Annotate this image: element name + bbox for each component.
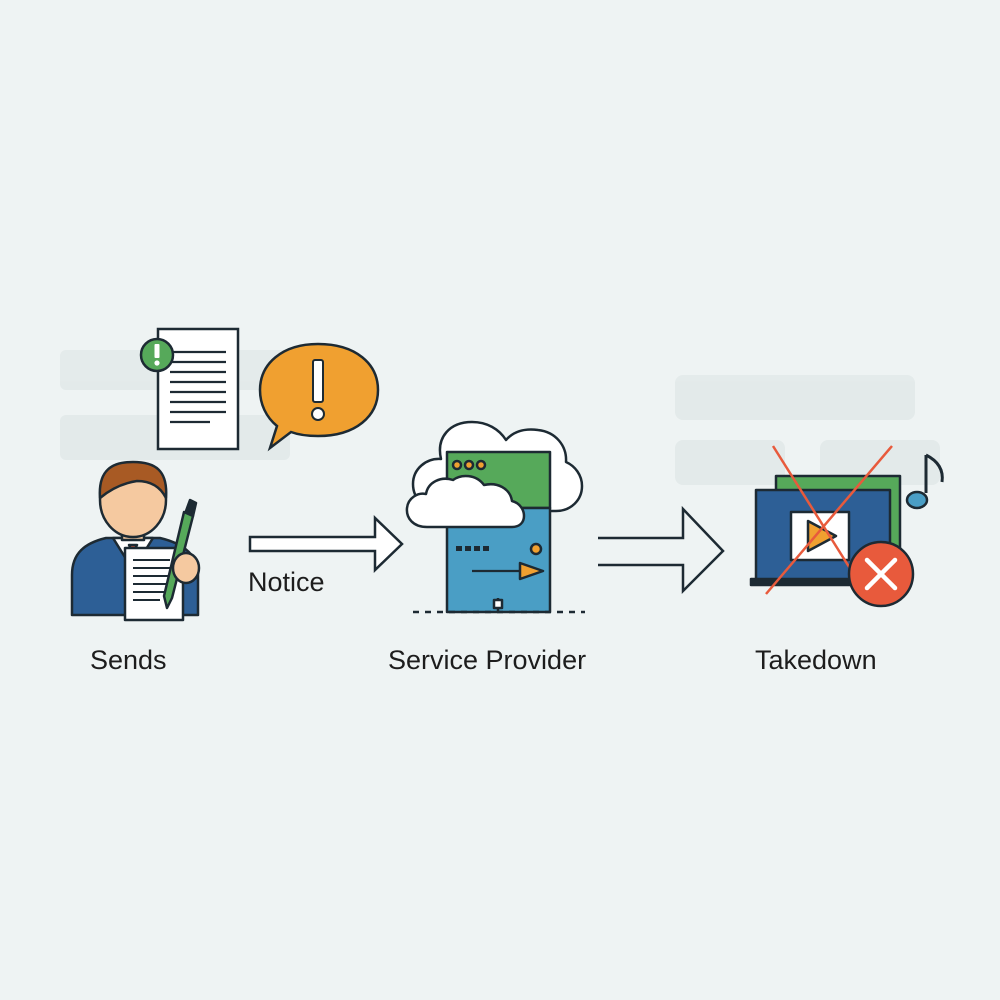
- step-label-takedown: Takedown: [755, 645, 877, 675]
- step-label-sends: Sends: [90, 645, 167, 675]
- blocked-media-icon: [749, 445, 944, 608]
- step-label-service-provider: Service Provider: [388, 645, 587, 675]
- speech-bubble-alert-icon: [258, 342, 380, 452]
- person-writing-icon: [70, 460, 201, 622]
- arrow-to-provider: [248, 515, 404, 573]
- document-alert-icon: [139, 327, 240, 451]
- arrow-to-takedown: [598, 505, 725, 595]
- cloud-server-icon: [405, 420, 585, 614]
- arrow-label-notice: Notice: [248, 567, 325, 597]
